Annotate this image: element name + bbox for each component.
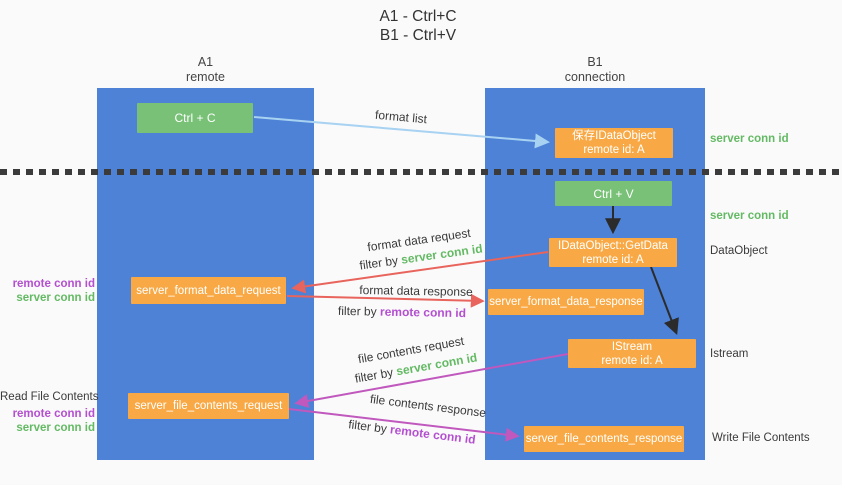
node-istream: IStream remote id: A bbox=[568, 339, 696, 368]
remote-conn-id-label-file: remote conn id bbox=[12, 408, 95, 420]
node-server-format-data-response-label: server_format_data_response bbox=[489, 296, 643, 308]
node-server-file-contents-request: server_file_contents_request bbox=[128, 393, 289, 419]
format-data-response-label: format data response bbox=[359, 283, 473, 299]
format-response-filter-label: filter by remote conn id bbox=[338, 304, 466, 320]
session-divider-dotted-line bbox=[0, 169, 842, 175]
server-conn-id-label-file: server conn id bbox=[16, 422, 95, 434]
lane-a1-role: remote bbox=[186, 70, 225, 84]
node-idataobject-getdata: IDataObject::GetData remote id: A bbox=[549, 238, 677, 267]
write-file-contents-label: Write File Contents bbox=[712, 432, 810, 444]
diagram-title: A1 - Ctrl+C B1 - Ctrl+V bbox=[0, 7, 836, 45]
file-response-filter-value: remote conn id bbox=[389, 422, 477, 447]
read-file-contents-label: Read File Contents bbox=[0, 391, 99, 403]
format-list-label: format list bbox=[374, 107, 428, 127]
remote-conn-id-label-format: remote conn id bbox=[12, 278, 95, 290]
file-request-filter-prefix: filter by bbox=[353, 364, 398, 386]
node-server-format-data-response: server_format_data_response bbox=[488, 289, 644, 315]
node-server-file-contents-request-label: server_file_contents_request bbox=[134, 400, 283, 412]
node-ctrl-v: Ctrl + V bbox=[555, 181, 672, 206]
format-request-filter-prefix: filter by bbox=[358, 252, 403, 273]
node-istream-line2: remote id: A bbox=[601, 354, 663, 367]
node-idataobject-getdata-line1: IDataObject::GetData bbox=[558, 239, 668, 252]
node-server-format-data-request: server_format_data_request bbox=[131, 277, 286, 304]
node-server-file-contents-response: server_file_contents_response bbox=[524, 426, 684, 452]
server-conn-id-label-mid: server conn id bbox=[710, 210, 789, 222]
dataobject-label: DataObject bbox=[710, 245, 768, 257]
node-server-format-data-request-label: server_format_data_request bbox=[136, 284, 281, 297]
server-conn-id-label-format: server conn id bbox=[16, 292, 95, 304]
lane-b1-role: connection bbox=[564, 70, 626, 84]
node-ctrl-c-label: Ctrl + C bbox=[174, 111, 216, 125]
node-istream-line1: IStream bbox=[611, 340, 653, 353]
node-ctrl-v-label: Ctrl + V bbox=[593, 186, 634, 201]
title-line-1: A1 - Ctrl+C bbox=[379, 8, 457, 25]
node-idataobject-getdata-line2: remote id: A bbox=[582, 253, 644, 266]
file-response-filter-prefix: filter by bbox=[347, 417, 392, 437]
format-response-filter-prefix: filter by bbox=[337, 303, 381, 319]
node-save-idataobject: 保存IDataObject remote id: A bbox=[555, 128, 673, 158]
istream-side-label: Istream bbox=[710, 348, 749, 360]
title-line-2: B1 - Ctrl+V bbox=[379, 27, 457, 44]
lane-b1-header: B1 connection bbox=[485, 55, 705, 85]
file-response-filter-label: filter by remote conn id bbox=[348, 417, 477, 446]
node-ctrl-c: Ctrl + C bbox=[137, 103, 253, 133]
node-server-file-contents-response-label: server_file_contents_response bbox=[525, 433, 683, 445]
node-save-idataobject-line2: remote id: A bbox=[583, 144, 645, 156]
lane-a1-header: A1 remote bbox=[97, 55, 314, 85]
format-response-filter-value: remote conn id bbox=[379, 304, 467, 321]
server-conn-id-label-top: server conn id bbox=[710, 133, 789, 145]
lane-a1-id: A1 bbox=[197, 55, 214, 69]
file-contents-response-label: file contents response bbox=[369, 391, 487, 421]
node-save-idataobject-line1: 保存IDataObject bbox=[572, 130, 656, 142]
lane-b1-id: B1 bbox=[587, 55, 603, 69]
